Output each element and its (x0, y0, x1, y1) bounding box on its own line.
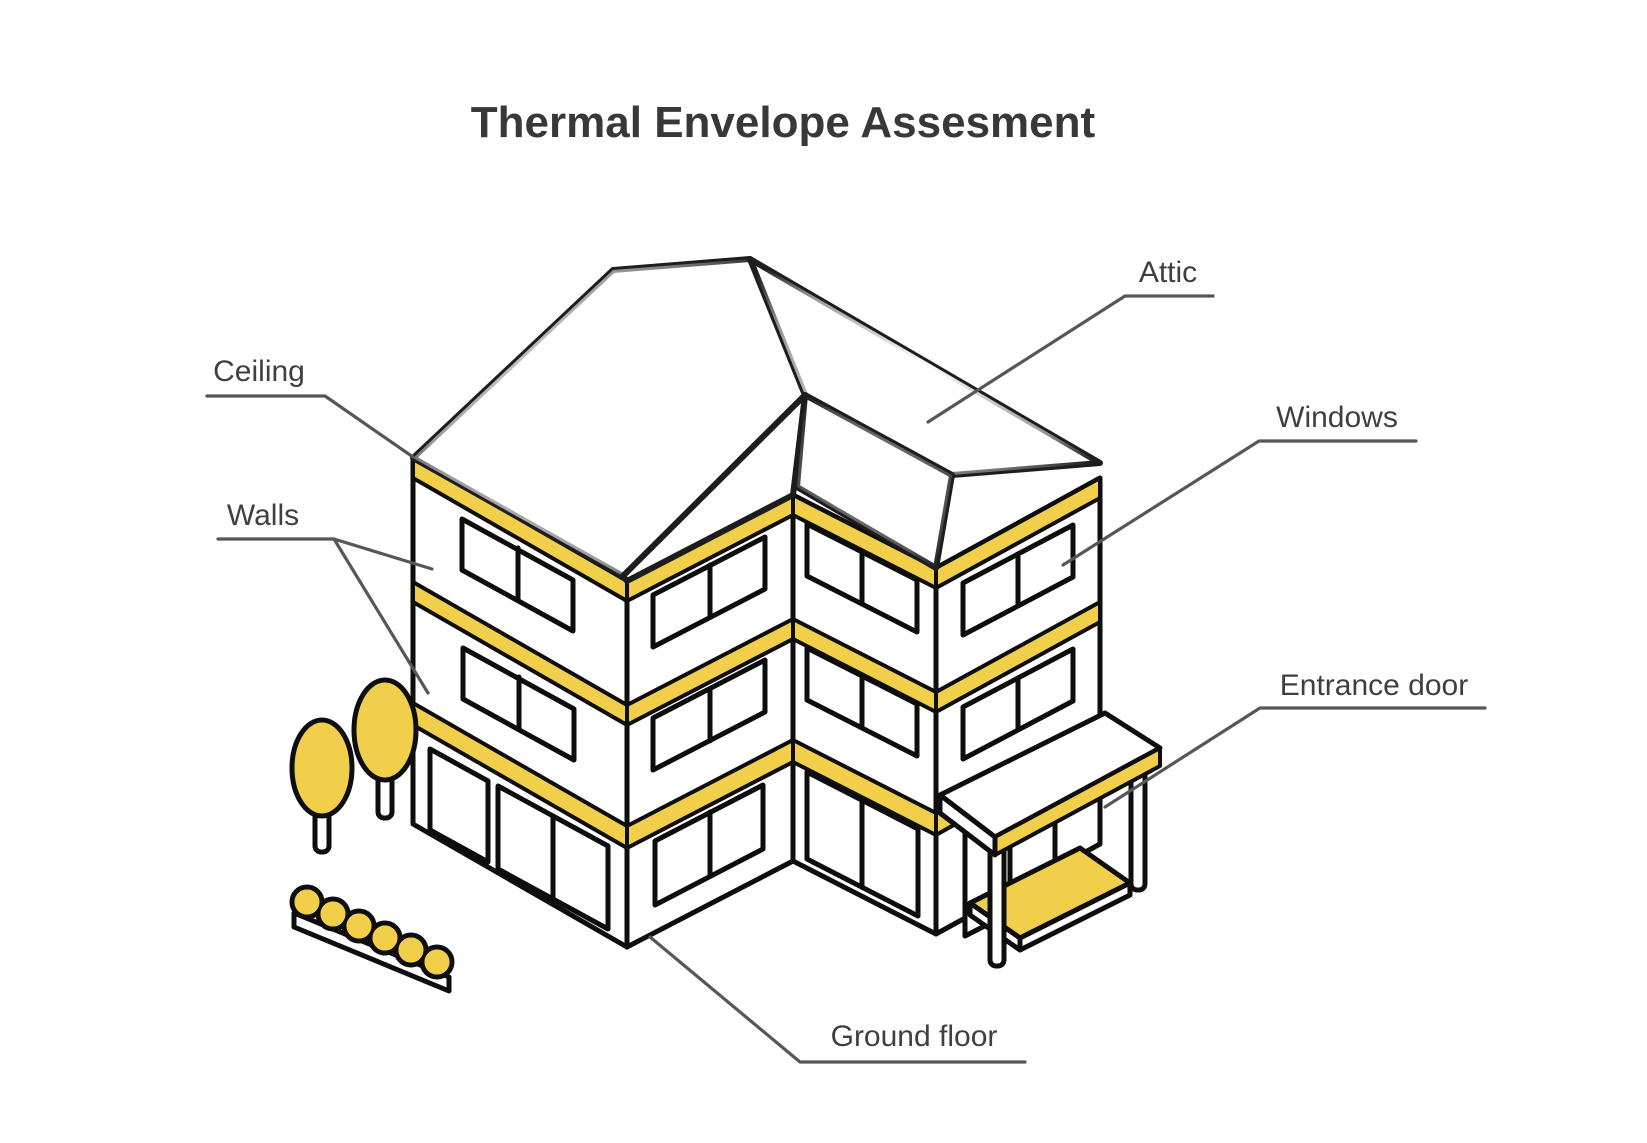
landscaping (289, 677, 455, 994)
roof-plane-gable (794, 392, 955, 571)
label-attic: Attic (1139, 256, 1197, 289)
leader-walls-upper (216, 537, 434, 571)
leader-walls-lower (332, 537, 430, 695)
entrance-porch (937, 710, 1163, 969)
leader-ceiling (205, 394, 415, 459)
leader-lines (205, 294, 1487, 1064)
leader-attic (926, 294, 1215, 424)
labels: Thermal Envelope Assesment Ceiling Walls… (213, 98, 1468, 1053)
ground-door-panel (427, 746, 491, 865)
entrance-step (1017, 880, 1133, 953)
label-ground-floor: Ground floor (831, 1020, 998, 1053)
porch-canopy-cap (937, 792, 998, 858)
hedge-fill (294, 889, 450, 975)
leader-windows (1061, 439, 1418, 567)
windows-left-front-facade (427, 516, 611, 932)
label-walls: Walls (227, 499, 299, 532)
leader-entrance-door (1103, 706, 1487, 809)
porch-post (987, 837, 1007, 969)
roof (410, 256, 1103, 584)
roof-plane-valley (620, 392, 808, 584)
label-windows: Windows (1276, 401, 1398, 434)
tree-icon (351, 677, 419, 783)
label-entrance-door: Entrance door (1280, 669, 1468, 702)
windows-right-front-facade (804, 521, 921, 919)
leader-ground-floor (648, 935, 1027, 1064)
label-ceiling: Ceiling (213, 355, 305, 388)
windows-left-side-facade (650, 534, 768, 908)
tree-icon (289, 717, 355, 819)
page-title: Thermal Envelope Assesment (471, 98, 1096, 147)
